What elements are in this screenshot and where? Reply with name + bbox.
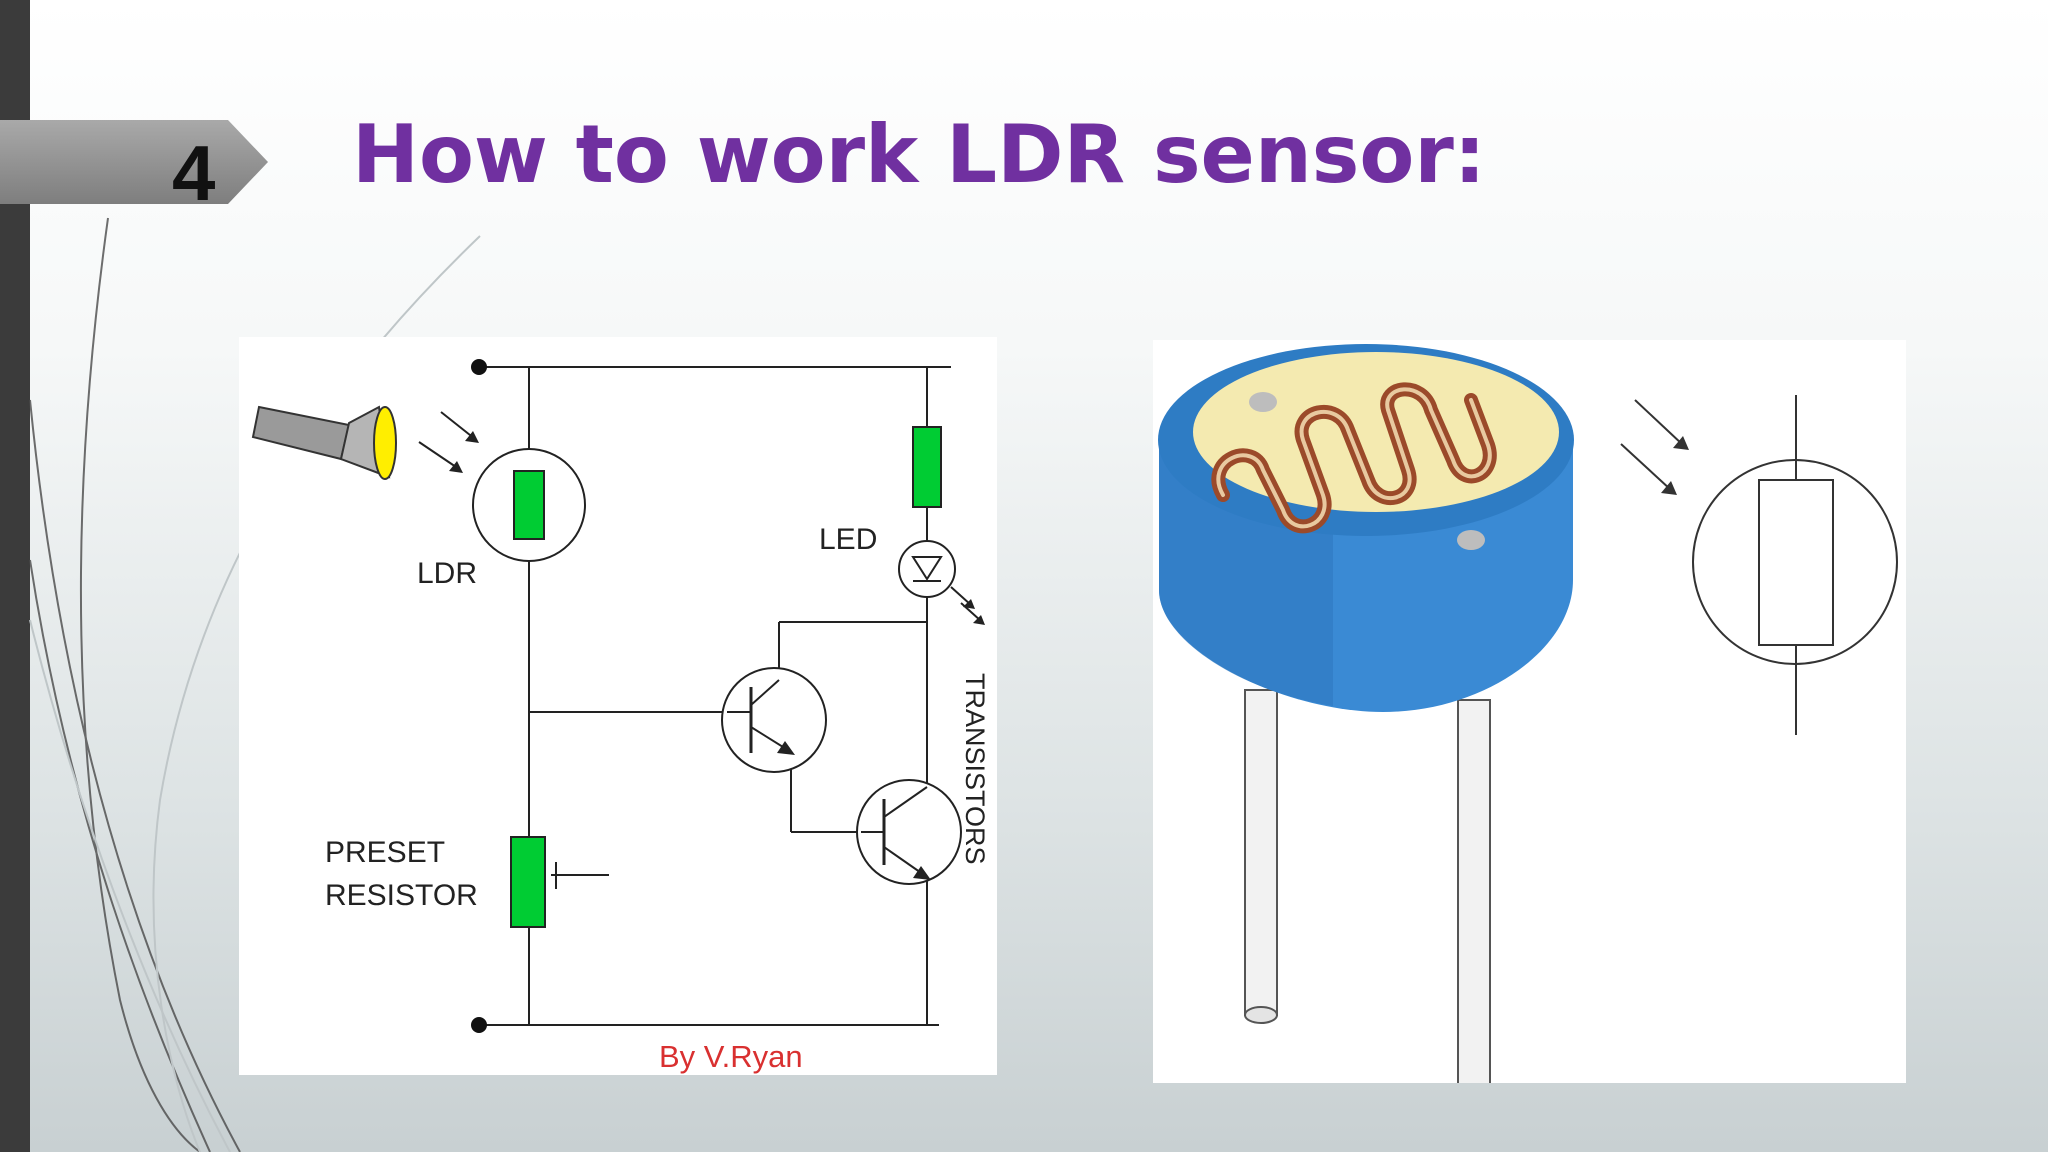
transistors-label: TRANSISTORS: [960, 673, 990, 865]
slide-number-tab: [0, 120, 268, 204]
credit-label: By V.Ryan: [659, 1039, 803, 1074]
slide-number: 4: [172, 129, 216, 217]
ldr-component-illustration: [1153, 340, 1906, 1083]
ldr-label: LDR: [417, 557, 477, 590]
slide-title: How to work LDR sensor:: [352, 108, 1486, 201]
ldr-circuit-diagram: LDR LED PRESET RESISTOR TRANSISTORS By V…: [239, 337, 997, 1075]
torch-icon: [251, 405, 397, 480]
preset-label-line1: PRESET: [325, 836, 445, 869]
preset-label-line2: RESISTOR: [325, 879, 478, 912]
led-label: LED: [819, 523, 877, 556]
